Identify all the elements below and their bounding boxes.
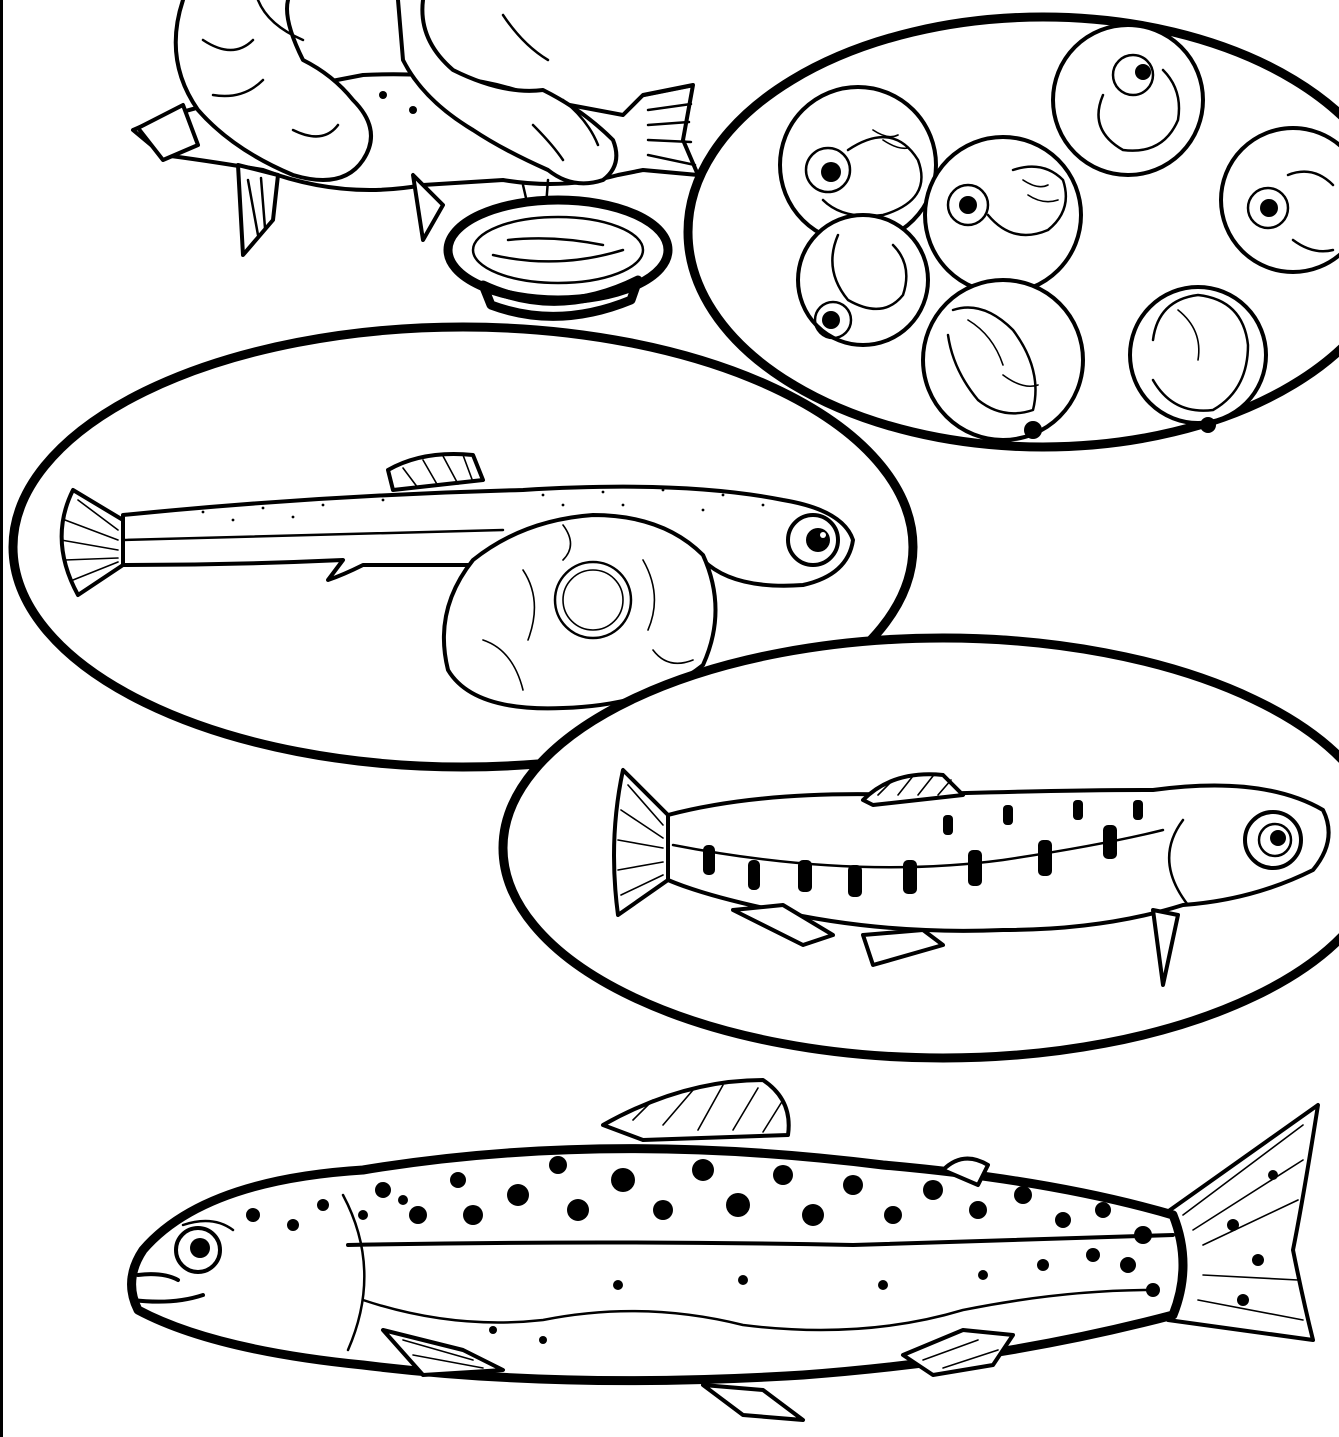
adult-trout-scene xyxy=(132,1080,1318,1420)
hands-spawning-fish-icon xyxy=(133,0,698,316)
egg-collection-scene xyxy=(133,0,698,316)
eyed-eggs-bubble xyxy=(688,17,1339,447)
adult-spotted-trout-icon xyxy=(132,1080,1318,1420)
fry-bubble xyxy=(503,638,1339,1058)
life-cycle-drawing xyxy=(3,0,1339,1437)
